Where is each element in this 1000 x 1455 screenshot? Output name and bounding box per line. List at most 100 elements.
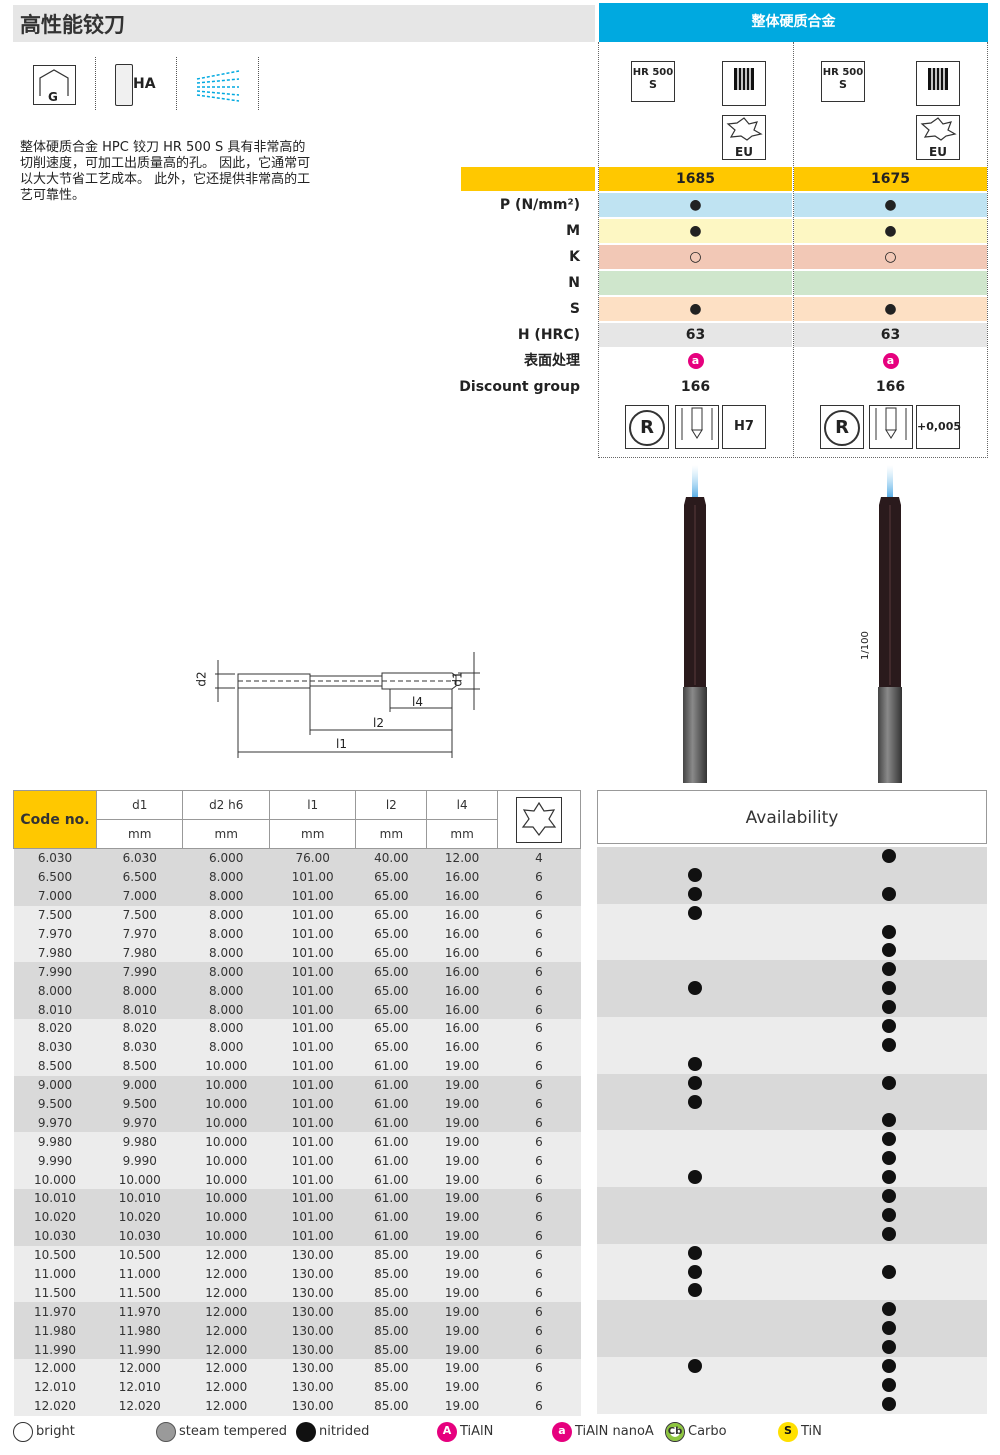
table-cell: 8.020 [96,1019,183,1038]
column-divider [793,42,794,458]
unit-l1: mm [268,819,357,849]
table-cell: 6 [497,981,581,1001]
table-cell: 6.030 [96,848,183,868]
table-cell: 11.000 [96,1264,183,1284]
straight-flute-icon [722,61,766,106]
available-dot-1675 [882,849,896,863]
table-cell: 40.00 [355,848,427,868]
table-cell: 9.970 [13,1113,97,1133]
d2-label: d2 [194,671,209,687]
table-cell: 130.00 [269,1340,356,1360]
table-cell: 19.00 [426,1283,498,1303]
table-cell: 6 [497,1056,581,1076]
table-cell: 4 [497,848,581,868]
table-cell: 16.00 [426,924,498,944]
availability-row [597,922,987,942]
table-cell: 6.500 [13,867,97,887]
table-cell: 8.000 [182,924,270,944]
availability-row [597,884,987,904]
page-title: 高性能铰刀 [20,13,125,37]
property-label: S [569,301,580,317]
available-dot-1685 [688,1245,702,1260]
available-dot-1685 [688,1075,702,1090]
table-cell: 61.00 [355,1132,427,1152]
table-cell: 6 [497,1132,581,1152]
table-cell: 101.00 [269,867,356,887]
eu-flutes-icon-2: EU [916,115,960,160]
availability-row [597,1092,987,1112]
table-cell: 101.00 [269,924,356,944]
available-dot-1675 [882,1396,896,1411]
table-cell: 101.00 [269,962,356,982]
legend-label: TiAlN nanoA [575,1424,654,1439]
availability-row [597,1130,987,1150]
table-cell: 61.00 [355,1207,427,1227]
available-dot-1685 [688,867,702,882]
property-value: ● [599,219,792,243]
table-cell: 6 [497,1396,581,1416]
table-cell: 6 [497,1226,581,1246]
table-cell: 12.020 [96,1396,183,1416]
table-cell: 19.00 [426,1056,498,1076]
available-dot-1685 [688,1359,702,1374]
table-cell: 65.00 [355,962,427,982]
table-cell: 16.00 [426,962,498,982]
l2-label: l2 [373,716,384,730]
coating-tin-icon: S [778,1421,798,1442]
table-cell: 10.010 [96,1189,183,1208]
table-cell: 6 [497,962,581,982]
table-cell: 10.020 [96,1207,183,1227]
property-value: ● [599,297,792,321]
available-dot-1675 [882,1264,896,1279]
table-cell: 61.00 [355,1094,427,1114]
table-cell: 10.000 [182,1207,270,1227]
table-cell: 7.980 [13,943,97,963]
table-cell: 85.00 [355,1245,427,1265]
table-cell: 8.010 [13,1000,97,1020]
legend-label: Carbo [688,1424,727,1439]
table-cell: 10.000 [182,1094,270,1114]
hr500-grade-icon: HR 500 S [631,61,675,102]
table-cell: 19.00 [426,1094,498,1114]
table-cell: 7.970 [96,924,183,944]
table-cell: 16.00 [426,1019,498,1038]
table-cell: 10.000 [182,1056,270,1076]
property-label: K [569,249,580,265]
available-dot-1685 [688,981,702,996]
table-cell: 61.00 [355,1113,427,1133]
legend-label: bright [36,1424,75,1439]
table-cell: 12.000 [182,1359,270,1378]
unit-d2: mm [182,819,270,849]
rotation-r-icon: R [625,405,669,449]
table-cell: 65.00 [355,1019,427,1038]
table-cell: 8.000 [182,867,270,887]
tialn-nano-icon: a [687,353,704,369]
table-cell: 130.00 [269,1283,356,1303]
table-cell: 101.00 [269,1207,356,1227]
available-dot-1685 [688,1283,702,1298]
table-cell: 6 [497,1340,581,1360]
table-cell: 7.990 [96,962,183,982]
property-label: P (N/mm²) [499,197,580,213]
table-cell: 7.500 [13,905,97,925]
table-cell: 6 [497,886,581,906]
col-flutes [497,790,581,849]
coating-tialn-icon: A [437,1421,457,1442]
availability-row [597,1300,987,1320]
legend-label: steam tempered [179,1424,287,1439]
table-cell: 130.00 [269,1245,356,1265]
property-value [599,271,792,295]
table-cell: 12.010 [96,1377,183,1397]
table-cell: 6 [497,1377,581,1397]
property-value: ● [599,193,792,217]
